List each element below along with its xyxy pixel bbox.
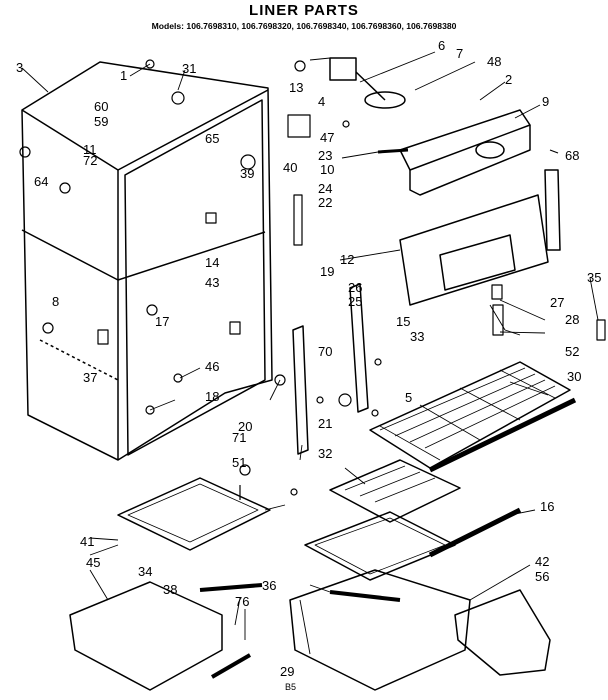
callout-26: 26 bbox=[348, 280, 362, 295]
callout-72: 72 bbox=[83, 153, 97, 168]
model-numbers: Models: 106.7698310, 106.7698320, 106.76… bbox=[151, 21, 457, 31]
callout-71: 71 bbox=[232, 430, 246, 445]
callout-7: 7 bbox=[456, 46, 463, 61]
small-parts bbox=[19, 59, 606, 500]
callout-3: 3 bbox=[16, 60, 23, 75]
callout-64: 64 bbox=[34, 174, 48, 189]
rear-panel bbox=[399, 169, 561, 306]
callout-25: 25 bbox=[348, 294, 362, 309]
callout-31: 31 bbox=[182, 61, 196, 76]
callout-76: 76 bbox=[235, 594, 249, 609]
callout-52: 52 bbox=[565, 344, 579, 359]
callout-24: 24 bbox=[318, 181, 332, 196]
callout-40: 40 bbox=[283, 160, 297, 175]
callout-5: 5 bbox=[405, 390, 412, 405]
trim-strip-30 bbox=[428, 397, 577, 473]
trim-strip-23 bbox=[377, 148, 409, 154]
rail-left bbox=[292, 325, 309, 455]
callout-36: 36 bbox=[262, 578, 276, 593]
crisper-drawer-middle bbox=[289, 569, 471, 691]
callout-68: 68 bbox=[565, 148, 579, 163]
callout-11: 11 bbox=[83, 142, 97, 157]
callout-41: 41 bbox=[80, 534, 94, 549]
callout-29: 29 bbox=[280, 664, 294, 679]
callout-22: 22 bbox=[318, 195, 332, 210]
callout-4: 4 bbox=[318, 94, 325, 109]
diagram-title: LINER PARTS bbox=[249, 2, 359, 19]
meat-drawer-right bbox=[454, 589, 551, 676]
callout-70: 70 bbox=[318, 344, 332, 359]
diagram-code: B5 bbox=[285, 682, 297, 692]
callout-48: 48 bbox=[487, 54, 501, 69]
callout-6: 6 bbox=[438, 38, 445, 53]
callout-18: 18 bbox=[205, 389, 219, 404]
callout-15: 15 bbox=[396, 314, 410, 329]
callout-32: 32 bbox=[318, 446, 332, 461]
callout-21: 21 bbox=[318, 416, 332, 431]
callout-47: 47 bbox=[320, 130, 334, 145]
callout-13: 13 bbox=[289, 80, 303, 95]
callout-2: 2 bbox=[505, 72, 512, 87]
callout-45: 45 bbox=[86, 555, 100, 570]
callout-51: 51 bbox=[232, 455, 246, 470]
crisper-cover-left bbox=[117, 477, 271, 551]
spacer-38 bbox=[199, 583, 263, 592]
callout-16: 16 bbox=[540, 499, 554, 514]
callout-38: 38 bbox=[163, 582, 177, 597]
callout-56: 56 bbox=[535, 569, 549, 584]
callout-33: 33 bbox=[410, 329, 424, 344]
callout-27: 27 bbox=[550, 295, 564, 310]
callout-46: 46 bbox=[205, 359, 219, 374]
callout-8: 8 bbox=[52, 294, 59, 309]
wire-shelf bbox=[369, 361, 571, 469]
cabinet-liner bbox=[21, 61, 273, 461]
callout-42: 42 bbox=[535, 554, 549, 569]
control-housing bbox=[399, 109, 531, 196]
leader-lines bbox=[21, 51, 599, 655]
trim-strip-76 bbox=[210, 653, 252, 679]
callout-39: 39 bbox=[240, 166, 254, 181]
callout-65: 65 bbox=[205, 131, 219, 146]
callout-19: 19 bbox=[320, 264, 334, 279]
callout-9: 9 bbox=[542, 94, 549, 109]
crisper-cover-left-inner bbox=[127, 483, 259, 543]
callout-28: 28 bbox=[565, 312, 579, 327]
rail-right bbox=[349, 283, 369, 413]
fan-motor bbox=[329, 57, 406, 109]
callout-37: 37 bbox=[83, 370, 97, 385]
crisper-drawer-left bbox=[69, 581, 223, 691]
callout-17: 17 bbox=[155, 314, 169, 329]
callout-20: 20 bbox=[238, 419, 252, 434]
callout-60: 60 bbox=[94, 99, 108, 114]
callout-10: 10 bbox=[320, 162, 334, 177]
callout-23: 23 bbox=[318, 148, 332, 163]
callout-43: 43 bbox=[205, 275, 219, 290]
small-shelf bbox=[329, 459, 461, 523]
callout-30: 30 bbox=[567, 369, 581, 384]
trim-strip-16 bbox=[428, 507, 522, 558]
callout-35: 35 bbox=[587, 270, 601, 285]
callout-14: 14 bbox=[205, 255, 219, 270]
spacer-36 bbox=[329, 590, 401, 602]
callout-12: 12 bbox=[340, 252, 354, 267]
callout-59: 59 bbox=[94, 114, 108, 129]
callout-1: 1 bbox=[120, 68, 127, 83]
callout-34: 34 bbox=[138, 564, 152, 579]
